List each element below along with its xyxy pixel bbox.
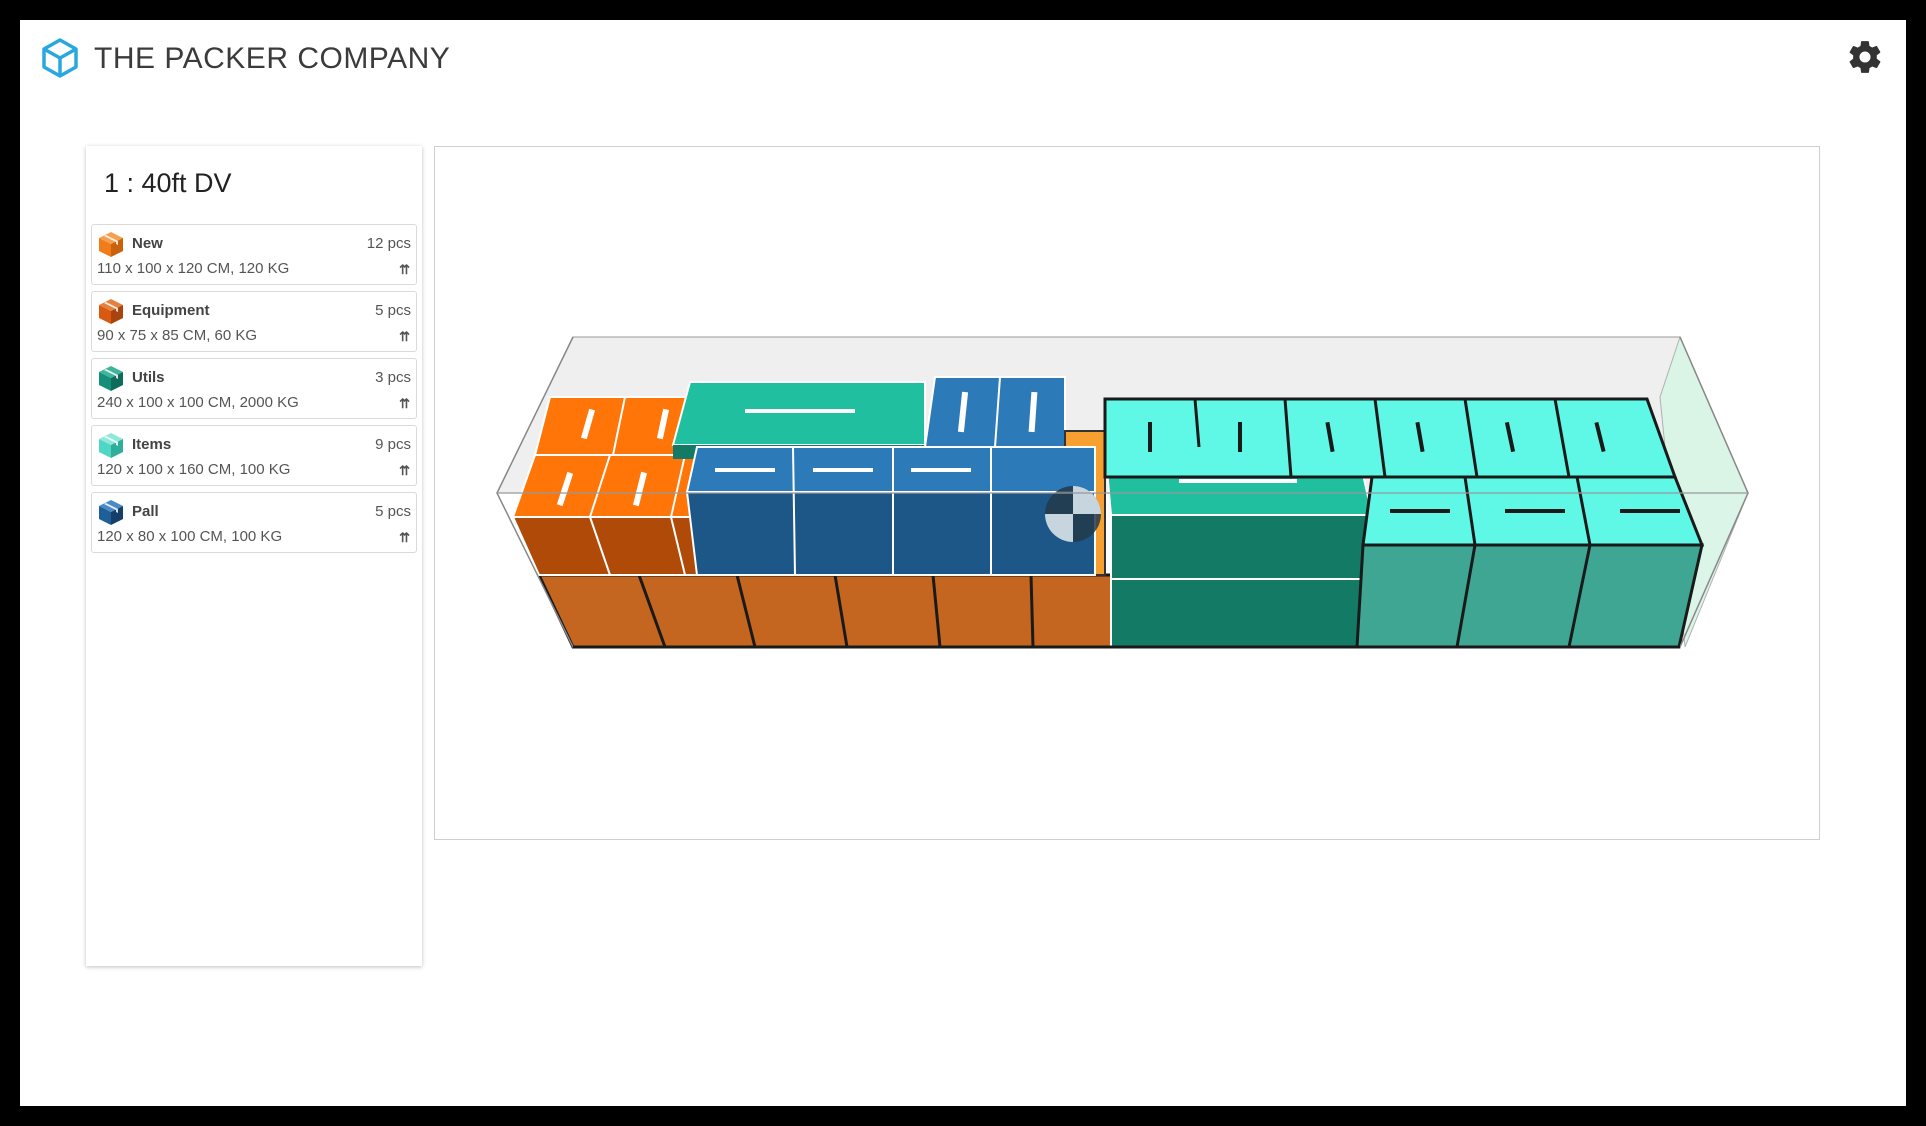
cargo-item-pall[interactable]: Pall 5 pcs 120 x 80 x 100 CM, 100 KG ⇈ (91, 492, 417, 553)
box-icon (99, 232, 123, 257)
app-title: THE PACKER COMPANY (94, 42, 451, 75)
box-icon (99, 299, 123, 324)
cargo-item-name: Items (132, 436, 172, 453)
cargo-item-list: New 12 pcs 110 x 100 x 120 CM, 120 KG ⇈ … (91, 224, 417, 559)
stackable-icon: ⇈ (399, 262, 410, 277)
cargo-item-dimensions: 240 x 100 x 100 CM, 2000 KG (97, 394, 299, 411)
cargo-item-quantity: 5 pcs (375, 503, 411, 520)
app-window: THE PACKER COMPANY 1 : 40ft DV New 12 pc… (20, 20, 1906, 1106)
cargo-item-name: Utils (132, 369, 165, 386)
cargo-item-dimensions: 120 x 100 x 160 CM, 100 KG (97, 461, 291, 478)
cargo-item-quantity: 12 pcs (366, 235, 411, 252)
hexagon-logo-icon (42, 38, 78, 78)
cargo-item-name: Pall (132, 503, 159, 520)
stackable-icon: ⇈ (399, 463, 410, 478)
stackable-icon: ⇈ (399, 396, 410, 411)
cargo-item-quantity: 3 pcs (375, 369, 411, 386)
cargo-item-new[interactable]: New 12 pcs 110 x 100 x 120 CM, 120 KG ⇈ (91, 224, 417, 285)
app-header: THE PACKER COMPANY (20, 20, 1906, 100)
cargo-item-quantity: 5 pcs (375, 302, 411, 319)
container-3d-render (496, 335, 1749, 649)
gear-icon[interactable] (1846, 38, 1884, 76)
container-title: 1 : 40ft DV (104, 168, 232, 198)
box-icon (99, 433, 123, 458)
stackable-icon: ⇈ (399, 329, 410, 344)
cargo-item-dimensions: 90 x 75 x 85 CM, 60 KG (97, 327, 258, 344)
cargo-item-name: New (132, 235, 163, 252)
cargo-item-name: Equipment (132, 302, 210, 319)
box-icon (99, 500, 123, 525)
cargo-item-dimensions: 110 x 100 x 120 CM, 120 KG (97, 260, 290, 277)
cargo-item-utils[interactable]: Utils 3 pcs 240 x 100 x 100 CM, 2000 KG … (91, 358, 417, 419)
cargo-sidebar: 1 : 40ft DV New 12 pcs 110 x 100 x 120 C… (86, 146, 422, 966)
cargo-item-quantity: 9 pcs (375, 436, 411, 453)
stackable-icon: ⇈ (399, 530, 410, 545)
3d-container-viewer[interactable] (434, 146, 1820, 840)
cargo-item-items[interactable]: Items 9 pcs 120 x 100 x 160 CM, 100 KG ⇈ (91, 425, 417, 486)
cargo-item-equipment[interactable]: Equipment 5 pcs 90 x 75 x 85 CM, 60 KG ⇈ (91, 291, 417, 352)
cargo-item-dimensions: 120 x 80 x 100 CM, 100 KG (97, 528, 283, 545)
box-icon (99, 366, 123, 391)
